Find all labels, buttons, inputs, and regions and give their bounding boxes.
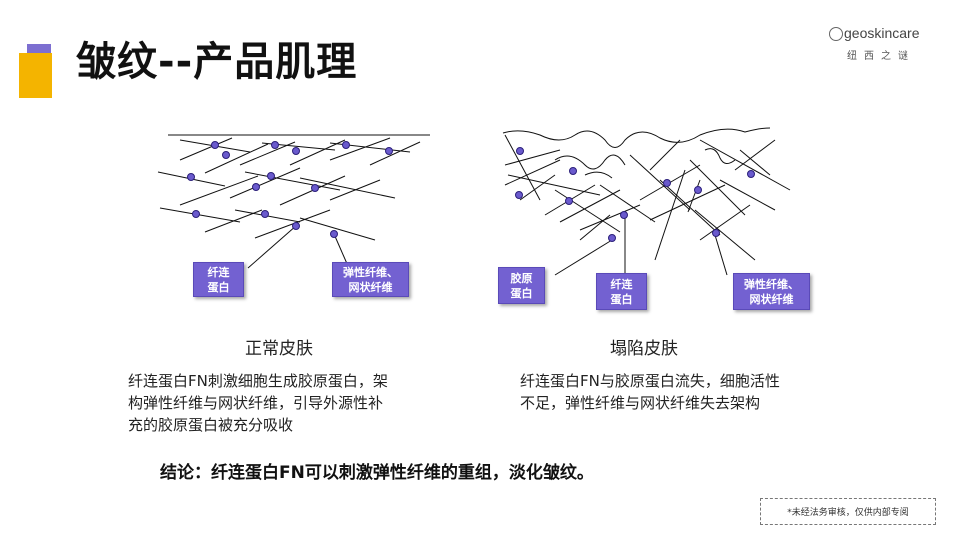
collapsed-skin-fibers <box>502 127 791 276</box>
label-text: 纤连 蛋白 <box>207 265 230 294</box>
caption-normal-skin: 正常皮肤 <box>245 339 313 359</box>
label-elastic-fibers-collapsed: 弹性纤维、 网状纤维 <box>733 273 810 310</box>
title-accent-orange <box>19 53 52 98</box>
label-text: 胶原 蛋白 <box>510 271 533 300</box>
conclusion-text: 结论：纤连蛋白FN可以刺激弹性纤维的重组，淡化皱纹。 <box>160 463 594 483</box>
logo-name: geoskincare <box>844 25 920 41</box>
description-collapsed-skin: 纤连蛋白FN与胶原蛋白流失，细胞活性 不足，弹性纤维与网状纤维失去架构 <box>520 372 780 412</box>
logo-subtitle: 纽西之谜 <box>847 51 915 62</box>
footer-note-text: *未经法务审核，仅供内部专阅 <box>787 508 909 518</box>
label-fibronectin-normal: 纤连 蛋白 <box>193 262 244 297</box>
label-fibronectin-collapsed: 纤连 蛋白 <box>596 273 647 310</box>
normal-skin-nodes <box>187 141 393 238</box>
page-title: 皱纹--产品肌理 <box>76 39 358 85</box>
footer-note: *未经法务审核，仅供内部专阅 <box>760 498 936 525</box>
caption-collapsed-skin: 塌陷皮肤 <box>610 339 678 359</box>
label-text: 弹性纤维、 网状纤维 <box>343 265 398 294</box>
label-elastic-fibers-normal: 弹性纤维、 网状纤维 <box>332 262 409 297</box>
description-normal-skin: 纤连蛋白FN刺激细胞生成胶原蛋白，架 构弹性纤维与网状纤维，引导外源性补 充的胶… <box>128 372 388 434</box>
label-collagen-collapsed: 胶原 蛋白 <box>498 267 545 304</box>
logo-icon <box>829 27 843 41</box>
collapsed-skin-nodes <box>515 147 755 242</box>
label-text: 弹性纤维、 网状纤维 <box>744 277 799 306</box>
label-text: 纤连 蛋白 <box>610 277 633 306</box>
